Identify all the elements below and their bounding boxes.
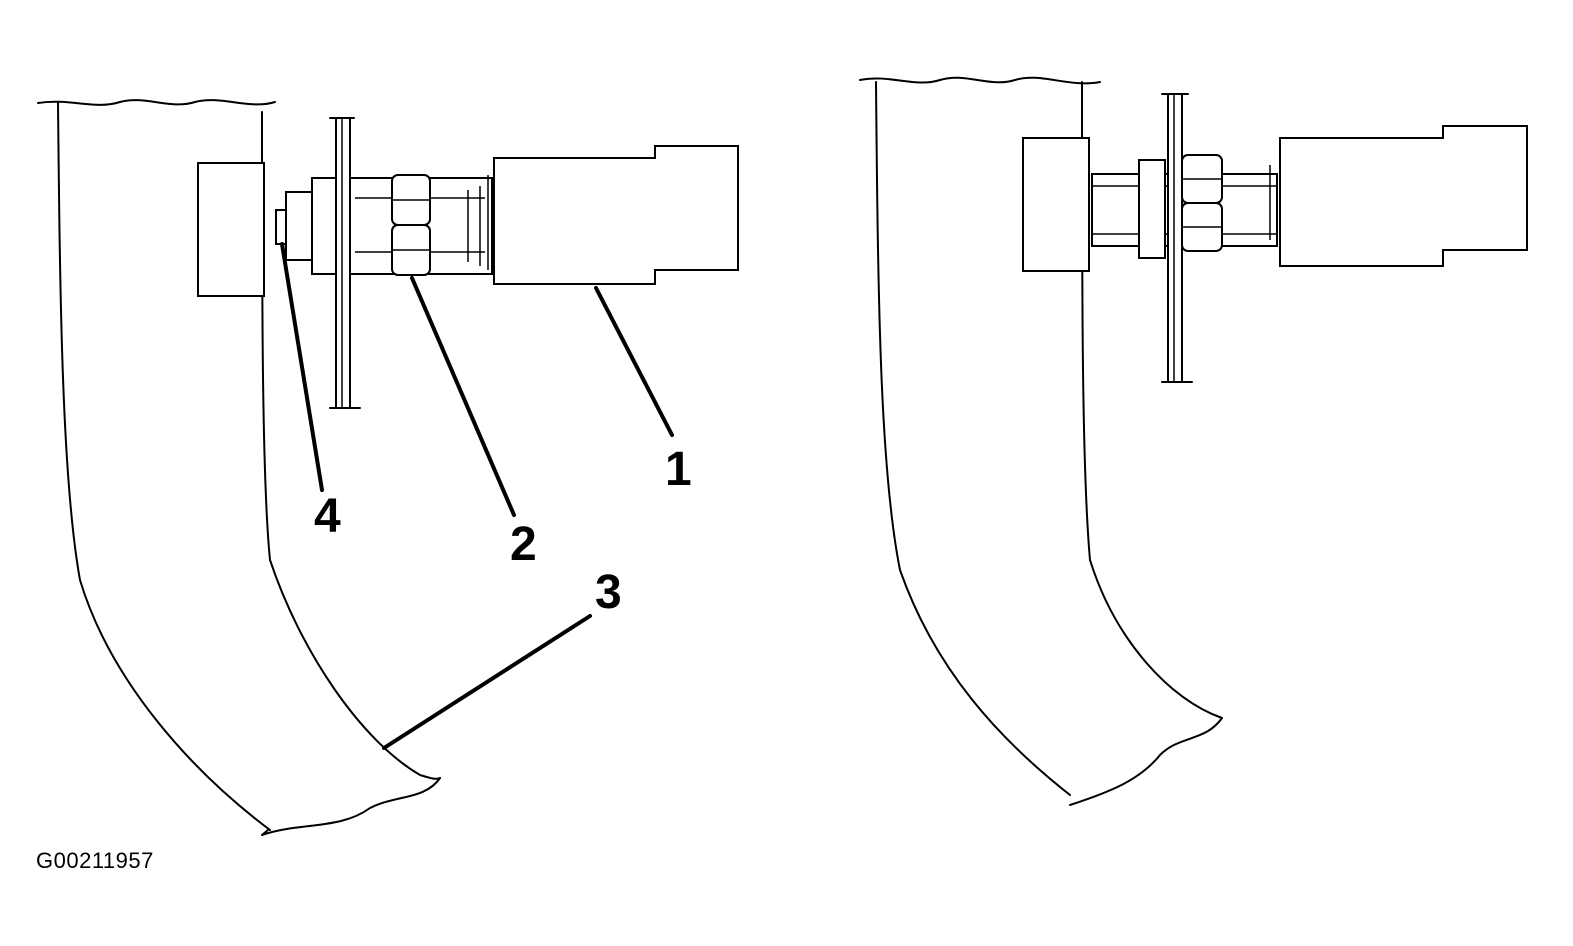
callout-1: 1 (665, 443, 692, 496)
left-bracket-plate (329, 117, 361, 409)
left-pedal-block (197, 162, 265, 297)
right-pedal-block (1022, 137, 1090, 272)
right-adjusting-nuts (1181, 154, 1223, 252)
left-pedal-arm (37, 99, 441, 836)
callout-2: 2 (510, 518, 537, 571)
leader-3 (382, 614, 592, 750)
leader-2 (410, 276, 516, 517)
figure-id-label: G00211957 (36, 848, 154, 873)
left-plunger (285, 191, 313, 261)
left-switch-housing (487, 145, 739, 285)
leader-1 (594, 286, 674, 437)
callout-3: 3 (595, 566, 622, 619)
leader-4 (280, 242, 324, 492)
left-view: 1 2 3 4 (37, 99, 739, 836)
callout-4: 4 (314, 490, 341, 543)
left-adjusting-nuts (391, 174, 431, 276)
left-plunger-tip (275, 209, 287, 245)
right-switch-housing (1269, 125, 1528, 267)
right-washer (1138, 159, 1166, 259)
right-view (859, 76, 1528, 806)
